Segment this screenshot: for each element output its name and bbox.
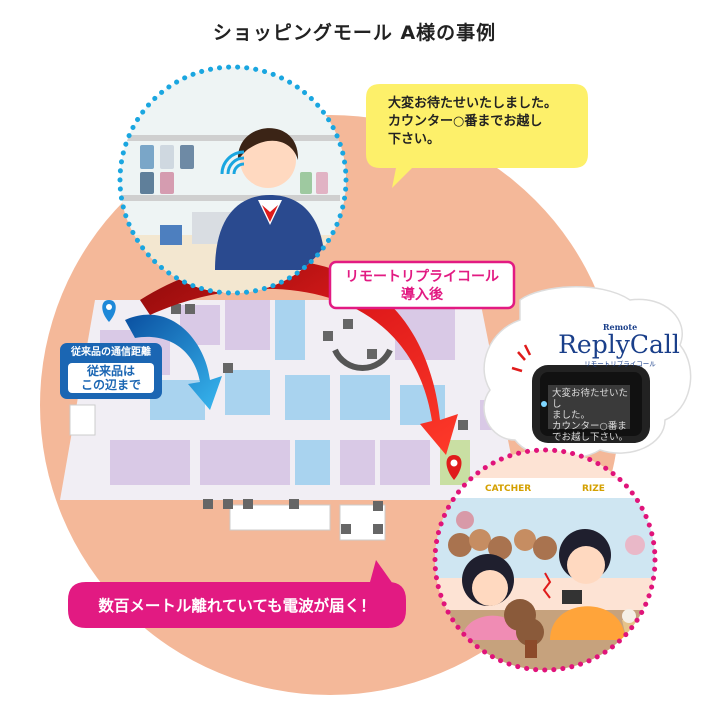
catcher-sign: CATCHER: [485, 484, 532, 494]
escalator-icon: [223, 363, 233, 373]
stairs-icon: [373, 501, 383, 511]
before-label-line: この辺まで: [80, 378, 141, 392]
speech-line: カウンター○番までお越し: [388, 114, 543, 129]
after-label: リモートリプライコール 導入後: [330, 268, 514, 304]
brand-sub: リモートリプライコール: [584, 360, 656, 368]
pager-screen-text: 大変お待たせいたし ました。 カウンター○番ま でお越し下さい。: [552, 388, 632, 443]
signal-icon: [511, 344, 532, 373]
short-range-arrow: [125, 314, 222, 410]
wheelchair-icon: [243, 499, 253, 509]
pager-line: でお越し下さい。: [552, 432, 629, 443]
pager-line: カウンター○番ま: [552, 421, 627, 432]
before-label-body: 従来品は この辺まで: [68, 364, 154, 392]
stairs-icon: [373, 524, 383, 534]
elevator-icon: [341, 524, 351, 534]
restroom-icon: [171, 304, 181, 314]
pager-screen: [548, 385, 630, 429]
staff-speech-text: 大変お待たせいたしました。 カウンター○番までお越し 下さい。: [388, 95, 557, 149]
pin-icon: [446, 455, 462, 480]
escalator-icon: [289, 499, 299, 509]
restroom-icon: [203, 499, 213, 509]
escalator-icon: [343, 319, 353, 329]
restroom-icon: [223, 499, 233, 509]
escalator-icon: [458, 420, 468, 430]
coverage-banner: [68, 560, 406, 628]
brand-small: Remote: [602, 322, 638, 332]
after-label-subtitle: 導入後: [401, 287, 443, 303]
staff-illustration: [120, 67, 346, 293]
page-title: ショッピングモール A様の事例: [212, 22, 497, 44]
before-label-caption: 従来品の通信距離: [71, 347, 151, 358]
pager-line: ました。: [552, 410, 591, 421]
before-label-line: 従来品は: [86, 364, 135, 378]
restroom-icon: [185, 304, 195, 314]
pager-line: 大変お待たせいたし: [552, 388, 629, 410]
pin-icon: [102, 300, 116, 322]
coverage-banner-text: 数百メートル離れていても電波が届く！: [98, 597, 376, 615]
prize-sign-text: RIZE: [582, 484, 605, 494]
after-label-title: リモートリプライコール: [345, 269, 499, 285]
escalator-icon: [367, 349, 377, 359]
speech-line: 大変お待たせいたしました。: [388, 96, 558, 111]
prize-sign: [470, 482, 550, 496]
escalator-icon: [323, 331, 333, 341]
speech-line: 下さい。: [388, 132, 441, 147]
staff-speech-bubble: [366, 84, 588, 188]
after-label-box: [328, 260, 516, 310]
brand-logo: ReplyCall: [558, 330, 680, 359]
map-icons: [171, 304, 468, 534]
